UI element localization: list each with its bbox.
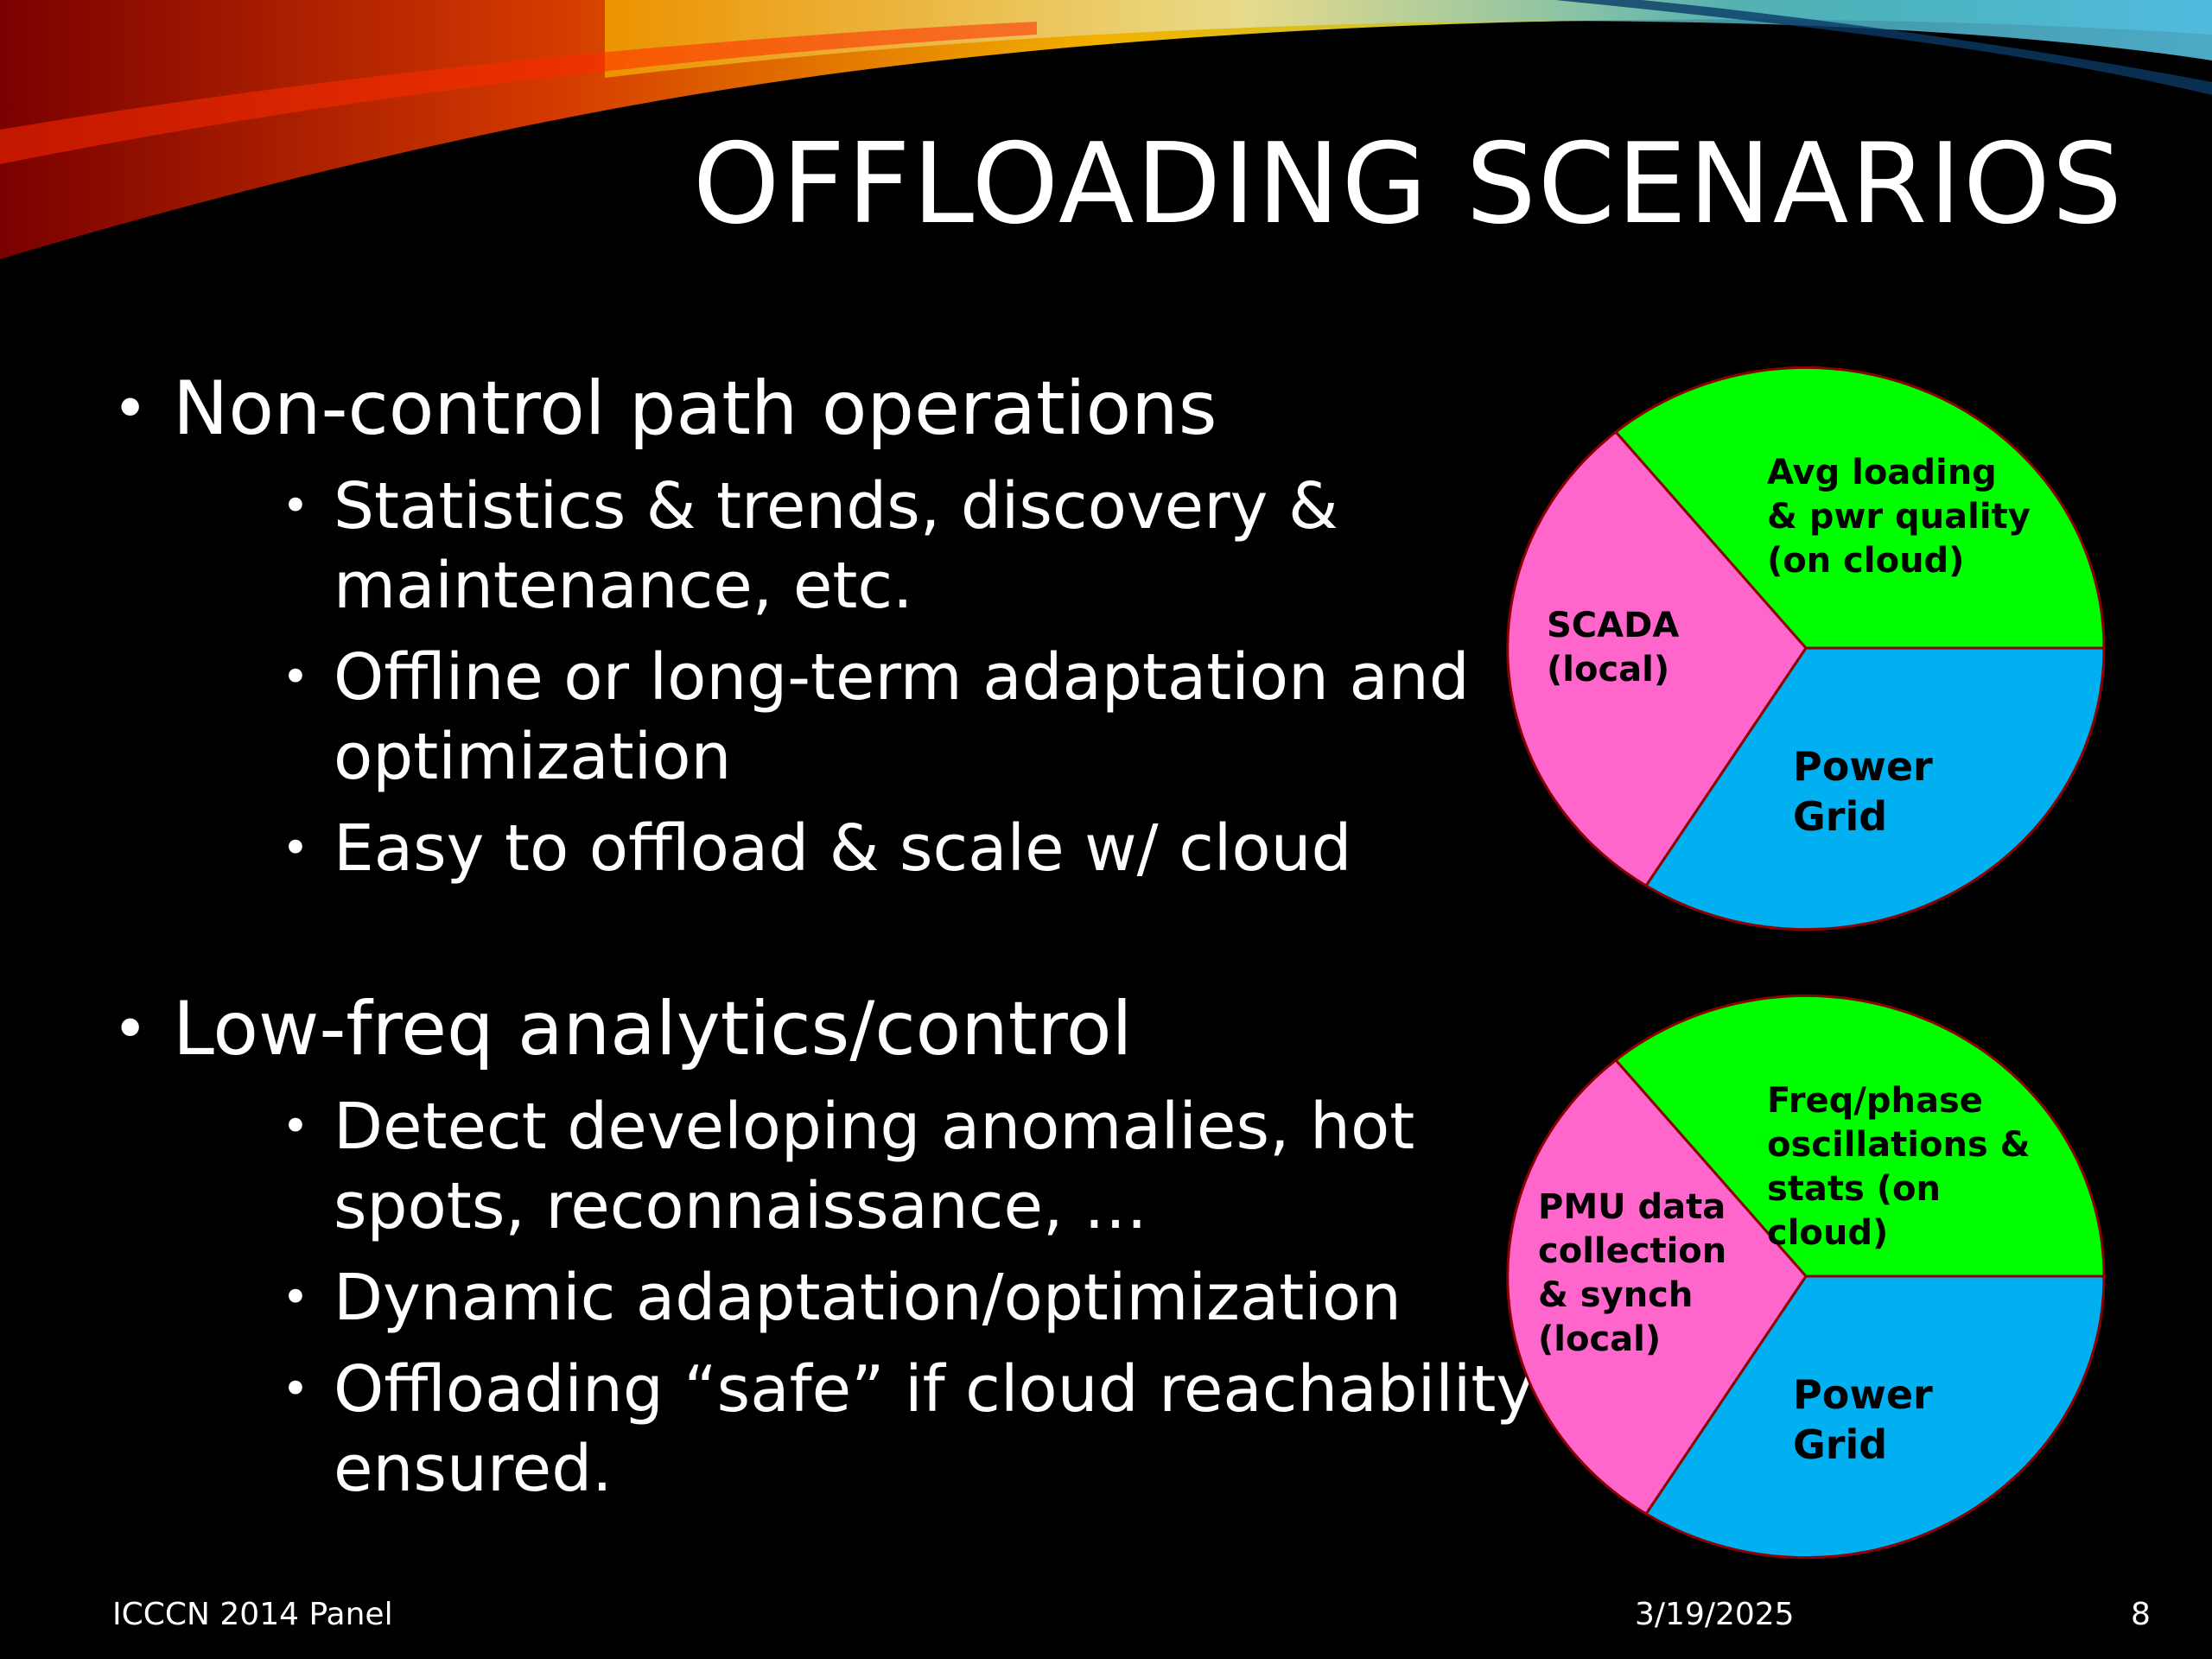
- sub-bullet-offline: Offline or long-term adaptation and opti…: [282, 638, 1612, 797]
- sub-bullet-offloading-safe: Offloading “safe” if cloud reachability …: [282, 1350, 1612, 1509]
- pie-diagram-pmu: Freq/phase oscillations & stats (on clou…: [1506, 994, 2106, 1560]
- footer-page-number: 8: [2131, 1597, 2151, 1632]
- pie-slice-cloud: [1613, 365, 2106, 650]
- pie-label-cloud: Freq/phase oscillations & stats (on clou…: [1767, 1081, 2042, 1253]
- pie-diagram-scada: Avg loading & pwr quality (on cloud) SCA…: [1506, 365, 2106, 932]
- sub-bullet-statistics: Statistics & trends, discovery & mainten…: [282, 467, 1612, 626]
- decorative-swoosh: [0, 0, 2212, 259]
- pie-slice-local: [1506, 1058, 1808, 1516]
- pie-slice-cloud: [1613, 994, 2106, 1278]
- sub-bullet-easy-offload: Easy to offload & scale w/ cloud: [282, 809, 1612, 888]
- pie-slice-grid: [1643, 1274, 2106, 1560]
- pie-label-grid: Power Grid: [1793, 1371, 1947, 1468]
- bullet-non-control: Non-control path operations: [112, 363, 1529, 454]
- pie-slice-grid: [1643, 646, 2106, 931]
- pie-label-grid: Power Grid: [1793, 743, 1947, 840]
- footer-date: 3/19/2025: [1635, 1597, 1795, 1632]
- pie-slice-local: [1506, 429, 1808, 888]
- bullet-low-freq: Low-freq analytics/control: [112, 983, 1529, 1075]
- sub-bullet-detect: Detect developing anomalies, hot spots, …: [282, 1087, 1612, 1246]
- pie-label-local: SCADA (local): [1547, 606, 1691, 690]
- pie-label-local: PMU data collection & synch (local): [1538, 1187, 1738, 1359]
- footer-event: ICCCN 2014 Panel: [112, 1597, 393, 1632]
- sub-bullet-dynamic: Dynamic adaptation/optimization: [282, 1258, 1612, 1338]
- pie-label-cloud: Avg loading & pwr quality (on cloud): [1767, 453, 2043, 581]
- bullet-list: Non-control path operations Statistics &…: [112, 363, 1605, 1509]
- slide-title: OFFLOADING SCENARIOS: [692, 120, 2124, 249]
